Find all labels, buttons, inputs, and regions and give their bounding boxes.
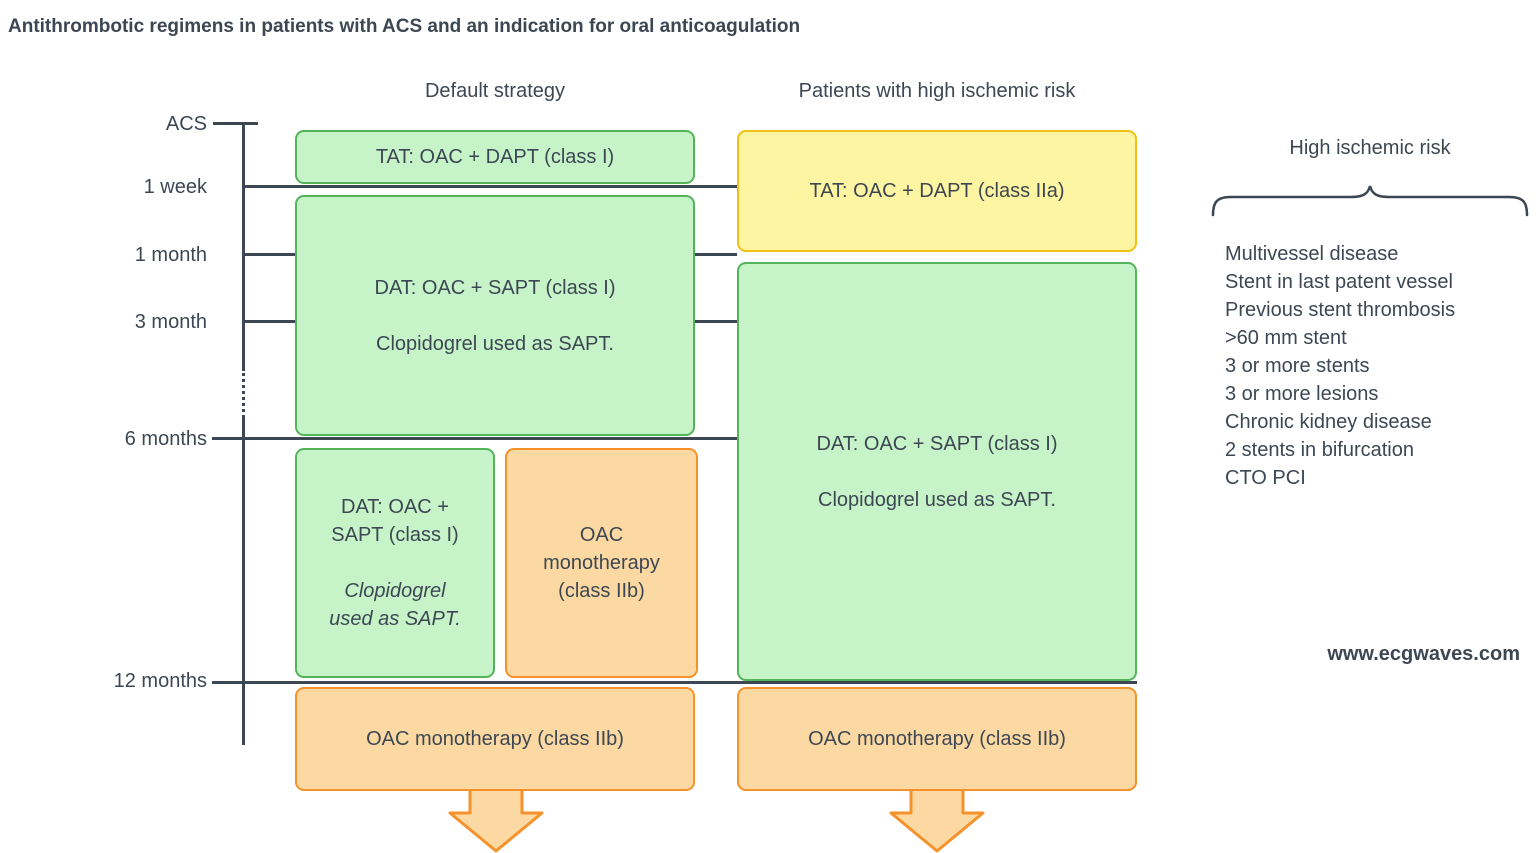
timeline-label-acs: ACS (165, 113, 207, 135)
down-arrow-icon (889, 785, 985, 853)
risk-item: Multivessel disease (1225, 243, 1399, 265)
website-label: www.ecgwaves.com (1327, 643, 1520, 665)
timeline-label-1-week: 1 week (143, 176, 207, 198)
box-dat-small-default: DAT: OAC + SAPT (class I) Clopidogrel us… (295, 448, 495, 678)
column-header-default-strategy: Default strategy (424, 80, 566, 102)
box-tat-default: TAT: OAC + DAPT (class I) (295, 130, 695, 184)
curly-brace-icon (1211, 185, 1529, 217)
timeline-label-1-month: 1 month (134, 244, 207, 266)
risk-item: Chronic kidney disease (1225, 411, 1432, 433)
box-dat-small-main: DAT: OAC + SAPT (class I) (331, 493, 458, 549)
box-dat-small-note: Clopidogrel used as SAPT. (329, 577, 461, 633)
box-dat-small-note2: used as SAPT. (329, 608, 461, 630)
page-title: Antithrombotic regimens in patients with… (8, 16, 801, 37)
box-oac-bottom-high-risk: OAC monotherapy (class IIb) (737, 687, 1137, 791)
timeline-label-6-months: 6 months (124, 428, 207, 450)
down-arrow-icon (448, 785, 544, 853)
risk-panel-title: High ischemic risk (1289, 137, 1451, 159)
risk-item: >60 mm stent (1225, 327, 1347, 349)
box-tat-high-risk: TAT: OAC + DAPT (class IIa) (737, 130, 1137, 252)
tick-acs (213, 122, 258, 125)
box-oac-small-default: OAC monotherapy (class IIb) (505, 448, 698, 678)
risk-item: CTO PCI (1225, 467, 1306, 489)
box-dat-default-line1: DAT: OAC + SAPT (class I) (374, 276, 616, 299)
box-oac-bottom-default: OAC monotherapy (class IIb) (295, 687, 695, 791)
risk-item: Previous stent thrombosis (1225, 299, 1456, 321)
box-dat-small-note1: Clopidogrel (344, 580, 446, 602)
box-dat-small-line2: SAPT (class I) (331, 524, 459, 546)
risk-item: 3 or more stents (1225, 355, 1370, 377)
timeline-label-3-month: 3 month (134, 311, 207, 333)
box-dat-default: DAT: OAC + SAPT (class I) Clopidogrel us… (295, 195, 695, 436)
column-header-high-ischemic-risk: Patients with high ischemic risk (798, 80, 1076, 102)
box-dat-high-risk-line2: Clopidogrel used as SAPT. (818, 488, 1056, 511)
risk-factor-list: Multivessel disease Stent in last patent… (1225, 240, 1455, 492)
risk-item: Stent in last patent vessel (1225, 271, 1453, 293)
box-tat-default-label: TAT: OAC + DAPT (class I) (375, 146, 615, 168)
tick-1-week (242, 185, 737, 188)
timeline-axis-dotted (242, 368, 245, 418)
box-oac-small-line3: (class IIb) (558, 580, 645, 602)
box-dat-high-risk: DAT: OAC + SAPT (class I) Clopidogrel us… (737, 262, 1137, 681)
risk-item: 3 or more lesions (1225, 383, 1379, 405)
timeline-label-12-months: 12 months (113, 670, 207, 692)
box-dat-default-line2: Clopidogrel used as SAPT. (376, 332, 614, 355)
box-oac-bottom-high-risk-label: OAC monotherapy (class IIb) (808, 728, 1066, 750)
box-tat-high-risk-label: TAT: OAC + DAPT (class IIa) (809, 180, 1065, 202)
box-oac-small-line2: monotherapy (543, 552, 660, 574)
timeline-axis-upper (242, 122, 245, 368)
risk-item: 2 stents in bifurcation (1225, 439, 1414, 461)
box-oac-bottom-default-label: OAC monotherapy (class IIb) (366, 728, 624, 750)
timeline-axis-lower (242, 418, 245, 745)
box-dat-high-risk-line1: DAT: OAC + SAPT (class I) (816, 432, 1058, 455)
box-oac-small-line1: OAC (579, 524, 624, 546)
box-dat-small-line1: DAT: OAC + (341, 496, 449, 518)
tick-6-months (212, 437, 737, 440)
tick-12-months (212, 681, 1137, 684)
